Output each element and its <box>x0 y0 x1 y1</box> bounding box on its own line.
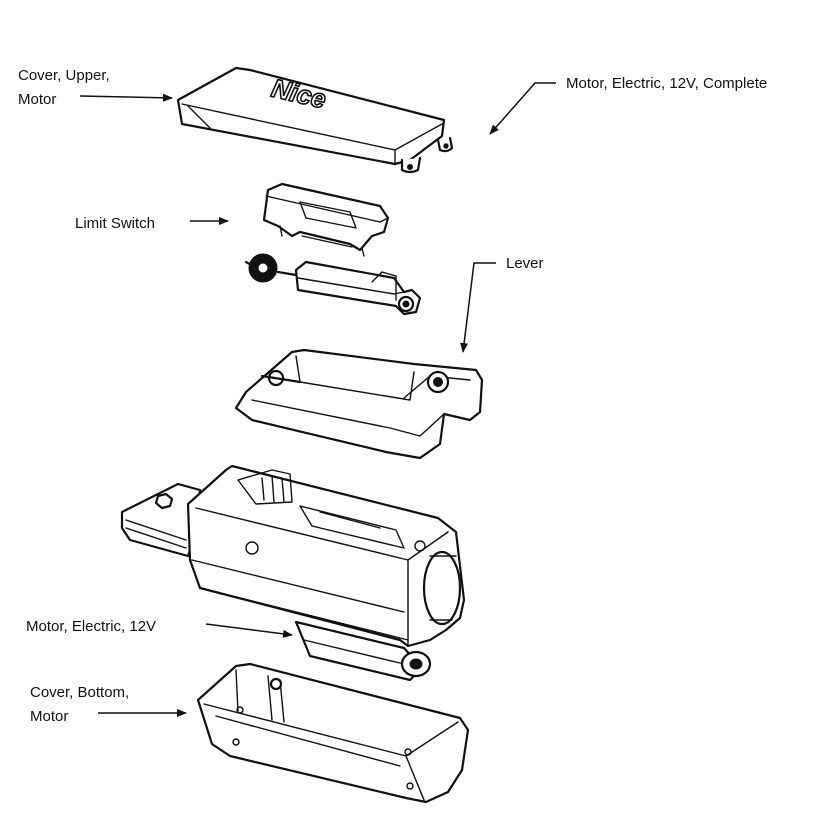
label-cover-bottom-line1: Cover, Bottom, <box>30 684 129 701</box>
limit-switch-part <box>262 182 390 257</box>
arrow-motor-12v <box>205 623 293 638</box>
motor-assembly-part <box>244 253 422 316</box>
arrow-motor-complete <box>489 82 556 135</box>
arrow-cover-upper <box>79 93 173 102</box>
label-lever: Lever <box>506 255 544 272</box>
label-motor-12v: Motor, Electric, 12V <box>26 618 156 635</box>
main-housing-part <box>120 464 466 648</box>
label-cover-upper-line2: Motor <box>18 91 56 108</box>
label-cover-upper-line1: Cover, Upper, <box>18 67 110 84</box>
label-motor-complete: Motor, Electric, 12V, Complete <box>566 75 767 92</box>
label-limit-switch: Limit Switch <box>75 215 155 232</box>
lever-part <box>234 348 484 460</box>
bottom-cover-part <box>196 662 470 804</box>
upper-cover-part: Nice <box>176 66 454 174</box>
arrow-lever <box>460 262 496 353</box>
motor-cylinder-part <box>294 620 432 682</box>
label-cover-bottom-line2: Motor <box>30 708 68 725</box>
